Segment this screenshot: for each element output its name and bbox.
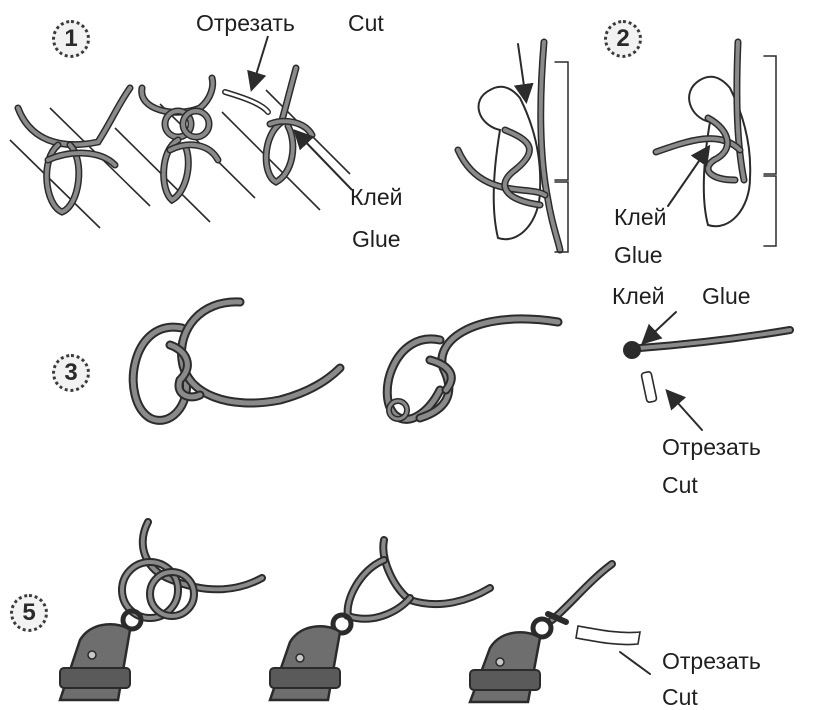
step1-glue-label-en: Glue (352, 228, 401, 251)
step5-cut-label-en: Cut (662, 686, 698, 709)
step1-rope-c (225, 68, 312, 182)
step2-figure-a (458, 42, 568, 252)
step1-glue-label-ru: Клей (350, 186, 402, 209)
step2-figure-b (656, 42, 776, 246)
step5-cut-label-ru: Отрезать (662, 650, 761, 673)
step3-cut-label-ru: Отрезать (662, 436, 761, 459)
step5-pulley-c (470, 564, 650, 702)
step2-glue-label-ru: Клей (614, 206, 666, 229)
step5-pulley-a (60, 522, 262, 700)
step-number-3: 3 (52, 354, 90, 392)
step3-glue-label-ru: Клей (612, 285, 664, 308)
step1-cut-label-en: Cut (348, 12, 384, 35)
step1-rope-b (142, 78, 218, 200)
step3-illustrations (133, 302, 790, 430)
step3-knot-c (624, 312, 790, 430)
step5-pulley-b (270, 540, 490, 700)
step-number-1: 1 (52, 20, 90, 58)
step-number-2: 2 (604, 20, 642, 58)
step3-knot-a (133, 302, 340, 420)
step5-illustrations (60, 522, 650, 702)
step3-knot-b (387, 319, 558, 419)
step-number-5: 5 (10, 594, 48, 632)
step1-cut-label-ru: Отрезать (196, 12, 295, 35)
step3-glue-label-en: Glue (702, 285, 751, 308)
step1-illustrations (10, 36, 352, 228)
step2-glue-label-en: Glue (614, 244, 663, 267)
step1-rope-a (18, 88, 130, 212)
step3-cut-label-en: Cut (662, 474, 698, 497)
